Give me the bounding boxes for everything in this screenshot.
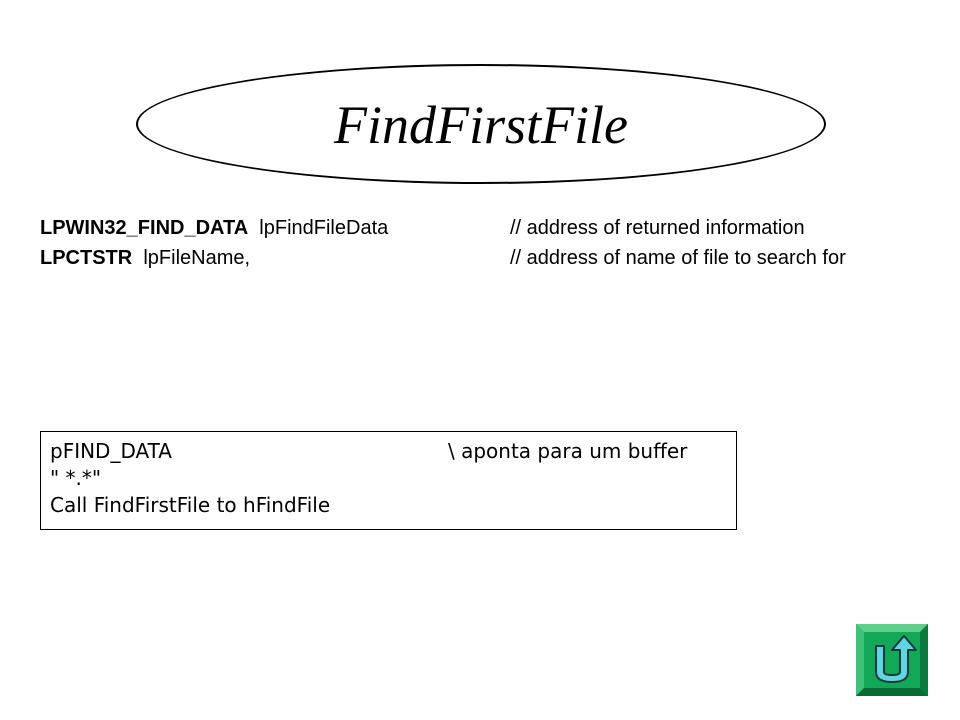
- param-comment: // address of returned information: [510, 217, 805, 239]
- param-type: LPWIN32_FIND_DATA: [40, 217, 249, 239]
- u-turn-return-icon: [856, 624, 928, 696]
- param-comment: // address of name of file to search for: [510, 247, 846, 269]
- param-row-find-data: LPWIN32_FIND_DATA lpFindFileData: [40, 216, 388, 240]
- code-line-text: pFIND_DATA: [50, 439, 172, 463]
- param-name: lpFileName,: [143, 247, 251, 269]
- param-type: LPCTSTR: [40, 247, 133, 269]
- code-line: " *.*": [50, 466, 102, 490]
- title-ellipse: [136, 64, 826, 184]
- param-name: lpFindFileData: [259, 217, 389, 239]
- code-line: Call FindFirstFile to hFindFile: [50, 493, 331, 517]
- code-box: pFIND_DATA \ aponta para um buffer " *.*…: [40, 431, 737, 530]
- code-line: pFIND_DATA \ aponta para um buffer: [50, 438, 736, 465]
- code-line-comment: \ aponta para um buffer: [448, 439, 688, 463]
- return-button[interactable]: [856, 624, 928, 696]
- slide-title: FindFirstFile: [334, 95, 628, 155]
- param-row-file-name: LPCTSTR lpFileName,: [40, 246, 250, 270]
